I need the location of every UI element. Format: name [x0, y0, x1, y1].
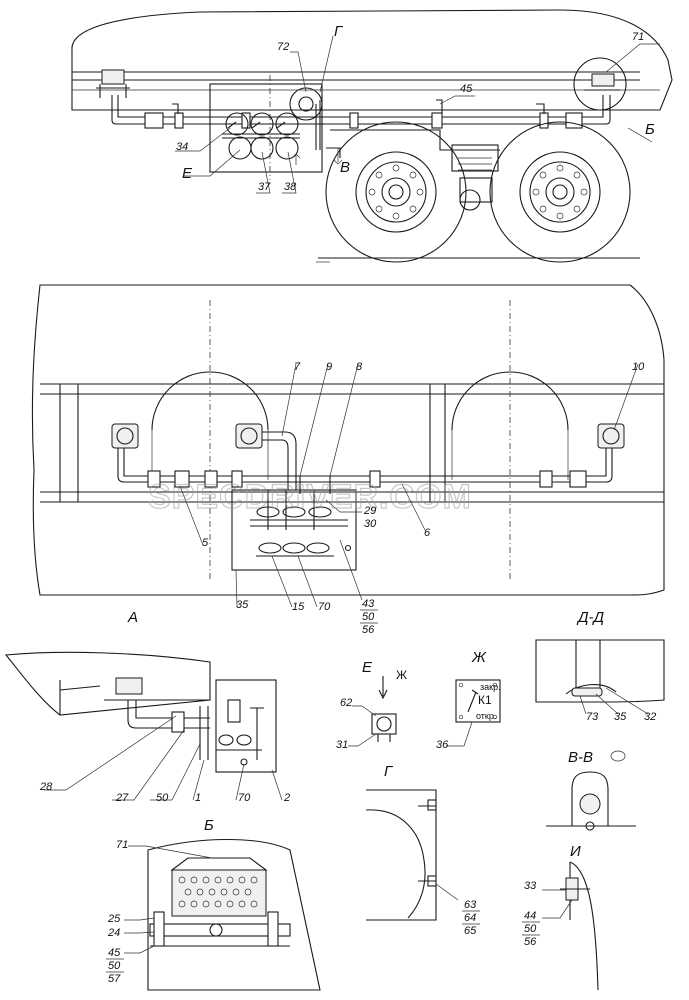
- callout-2: 2: [283, 792, 290, 804]
- callout-38: 38: [284, 181, 297, 193]
- view-a-detail: [4, 651, 283, 801]
- wheel-rear: [489, 121, 631, 263]
- callout-50: 50: [362, 611, 375, 623]
- view-label-b: Б: [204, 817, 214, 834]
- callout-34: 34: [176, 141, 188, 153]
- view-d-detail: [535, 639, 665, 715]
- callout-10: 10: [632, 361, 645, 373]
- wheel-front: [325, 121, 467, 263]
- view-label-a: А: [127, 609, 138, 626]
- view-zh-plate: [446, 679, 501, 747]
- view-g-detail: [365, 789, 459, 921]
- side-view-top: [71, 9, 673, 263]
- section-mark-g: Г: [334, 23, 344, 40]
- callout-65: 65: [464, 925, 477, 937]
- view-label-g: Г: [384, 763, 394, 780]
- section-mark-e: Е: [182, 165, 193, 182]
- callout-33: 33: [524, 880, 537, 892]
- callout-35: 35: [236, 599, 249, 611]
- flange-mid: [235, 423, 263, 449]
- view-e-detail: [348, 676, 397, 747]
- plate-open-label: откр.: [476, 711, 496, 721]
- callout-57: 57: [108, 973, 121, 985]
- callout-71: 71: [632, 31, 644, 43]
- callout-70-view-a: 70: [238, 792, 251, 804]
- view-label-zh: Ж: [471, 649, 487, 666]
- callout-71-view-b: 71: [116, 839, 128, 851]
- callout-50-view-a: 50: [156, 792, 169, 804]
- view-label-i: И: [570, 843, 581, 860]
- callout-31: 31: [336, 739, 348, 751]
- callout-56: 56: [362, 624, 375, 636]
- view-v-detail: [546, 750, 636, 831]
- callout-7: 7: [294, 361, 301, 373]
- callout-28: 28: [39, 781, 53, 793]
- callout-45: 45: [460, 83, 473, 95]
- flange-right: [597, 423, 625, 449]
- callout-56-view-i: 56: [524, 936, 537, 948]
- arrow-label-zh: Ж: [396, 668, 407, 682]
- callout-50-view-i: 50: [524, 923, 537, 935]
- callout-27: 27: [115, 792, 129, 804]
- callout-35-view-d: 35: [614, 711, 627, 723]
- callout-25: 25: [107, 913, 121, 925]
- callout-70: 70: [318, 601, 331, 613]
- callout-6: 6: [424, 527, 431, 539]
- callout-63: 63: [464, 899, 477, 911]
- watermark: SPECDRIVER.COM: [148, 478, 472, 516]
- callout-62: 62: [340, 697, 352, 709]
- callout-5: 5: [202, 537, 209, 549]
- plate-code: К1: [478, 693, 492, 707]
- callout-8: 8: [356, 361, 363, 373]
- callout-72: 72: [277, 41, 289, 53]
- callout-43: 43: [362, 598, 375, 610]
- view-b-detail: [124, 839, 321, 991]
- callout-36: 36: [436, 739, 449, 751]
- callout-37: 37: [258, 181, 271, 193]
- view-label-d: Д-Д: [576, 609, 605, 626]
- callout-24: 24: [107, 927, 120, 939]
- view-label-e: Е: [362, 659, 373, 676]
- flange-left: [111, 423, 139, 449]
- callout-64: 64: [464, 912, 476, 924]
- callout-30: 30: [364, 518, 377, 530]
- callout-15: 15: [292, 601, 305, 613]
- valve-cluster-top: [222, 112, 300, 160]
- section-mark-b: Б: [645, 121, 655, 138]
- view-i-detail: [542, 861, 599, 991]
- callout-32: 32: [644, 711, 656, 723]
- plan-view: [31, 284, 665, 608]
- view-label-v: В-В: [568, 749, 593, 766]
- section-mark-v: В: [340, 159, 350, 176]
- callout-44: 44: [524, 910, 536, 922]
- callout-45-view-b: 45: [108, 947, 121, 959]
- callout-29: 29: [363, 505, 376, 517]
- plate-closed-label: закр.: [480, 682, 501, 692]
- callout-1: 1: [195, 792, 201, 804]
- callout-73: 73: [586, 711, 599, 723]
- callout-50-view-b: 50: [108, 960, 121, 972]
- callout-9: 9: [326, 361, 332, 373]
